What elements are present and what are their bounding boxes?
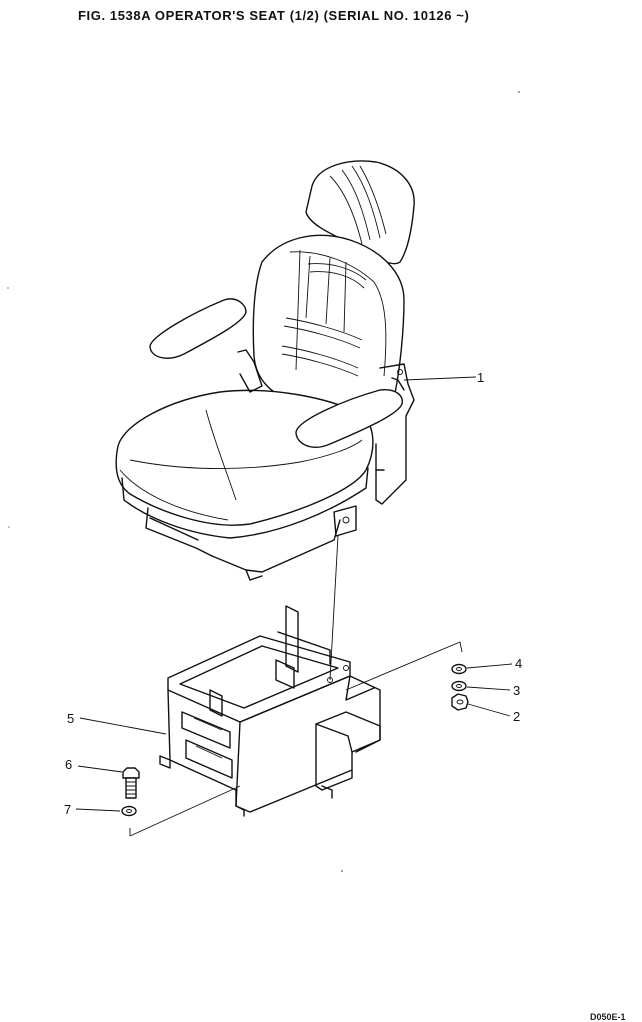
page-code: D050E-1	[590, 1012, 626, 1022]
nut-2	[451, 693, 469, 711]
callout-2: 2	[513, 709, 520, 724]
washer-7	[121, 805, 137, 817]
callout-1: 1	[477, 370, 484, 385]
seat-bracket	[159, 605, 381, 817]
callout-7: 7	[64, 802, 71, 817]
operator-seat	[115, 160, 415, 581]
washer-4	[451, 663, 467, 675]
right-armrest	[295, 389, 403, 448]
figure-title: FIG. 1538A OPERATOR'S SEAT (1/2) (SERIAL…	[78, 8, 470, 23]
bolt-6	[122, 767, 140, 799]
callout-5: 5	[67, 711, 74, 726]
left-armrest	[149, 298, 247, 359]
backrest	[252, 234, 405, 413]
spring-washer-3	[451, 680, 467, 692]
callout-6: 6	[65, 757, 72, 772]
callout-3: 3	[513, 683, 520, 698]
callout-4: 4	[515, 656, 522, 671]
